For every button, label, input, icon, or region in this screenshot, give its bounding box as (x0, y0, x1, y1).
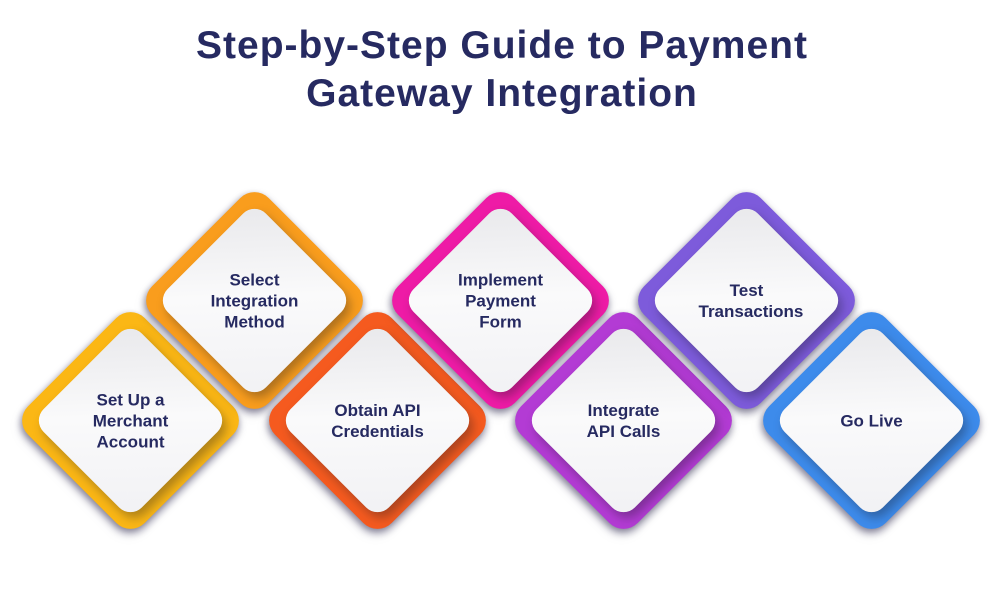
title-line-2: Gateway Integration (306, 72, 698, 115)
step-diamond-obtain-api-credentials: Obtain API Credentials (260, 303, 495, 538)
step-label: Go Live (840, 411, 903, 430)
step-diamond-go-live: Go Live (754, 303, 989, 538)
step-label: Test Transactions (698, 280, 804, 321)
step-label: Implement Payment Form (457, 270, 544, 331)
step-diamond-set-up-merchant-account: Set Up a Merchant Account (13, 303, 248, 538)
title-line-1: Step-by-Step Guide to Payment (196, 24, 808, 67)
step-label: Set Up a Merchant Account (92, 390, 169, 451)
step-diamond-test-transactions: Test Transactions (629, 183, 864, 418)
step-label: Select Integration Method (210, 270, 299, 331)
step-diamond-integrate-api-calls: Integrate API Calls (506, 303, 741, 538)
step-label: Obtain API Credentials (331, 400, 424, 441)
step-diamond-implement-payment-form: Implement Payment Form (383, 183, 618, 418)
step-label: Integrate API Calls (586, 400, 661, 441)
page-title: Step-by-Step Guide to Payment Gateway In… (0, 22, 1004, 118)
step-diamond-select-integration-method: Select Integration Method (137, 183, 372, 418)
